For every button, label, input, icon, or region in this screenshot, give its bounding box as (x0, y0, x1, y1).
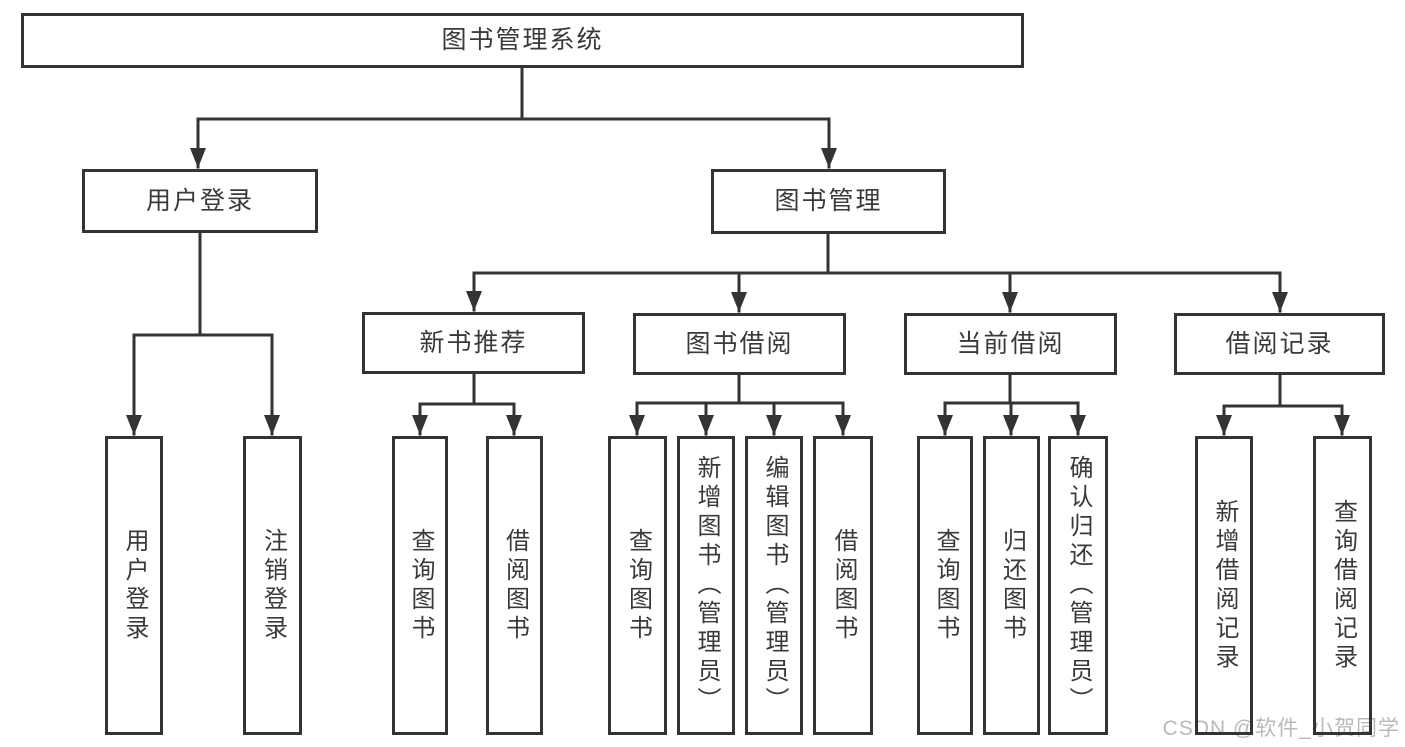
leaf-records-add-record: 新增借阅记录 (1195, 436, 1253, 735)
leaf-borrow-add-books-admin: 新增图书（管理员） (677, 436, 735, 735)
connector-records-to-leaves (1216, 373, 1350, 436)
connector-borrow-to-leaves (629, 373, 851, 436)
leaf-recommend-borrow-books: 借阅图书 (486, 436, 543, 735)
node-borrow-records: 借阅记录 (1174, 313, 1385, 375)
connector-root-to-level2 (190, 66, 837, 169)
connector-user-login-to-leaves (126, 231, 280, 436)
leaf-current-confirm-return-admin: 确认归还（管理员） (1048, 436, 1108, 735)
leaf-records-query-record: 查询借阅记录 (1313, 436, 1372, 735)
leaf-borrow-borrow-books: 借阅图书 (813, 436, 873, 735)
leaf-current-query-books: 查询图书 (917, 436, 973, 735)
node-root-system: 图书管理系统 (21, 13, 1024, 68)
node-book-borrow: 图书借阅 (633, 313, 846, 375)
node-book-management: 图书管理 (711, 169, 946, 234)
leaf-user-login: 用户登录 (105, 436, 163, 735)
node-current-borrow: 当前借阅 (904, 313, 1117, 375)
connector-current-to-leaves (937, 373, 1086, 436)
csdn-watermark: CSDN @软件_小贺同学 (1162, 717, 1400, 740)
connector-book-mgmt-to-level3 (466, 232, 1288, 313)
leaf-logout: 注销登录 (243, 436, 302, 735)
leaf-current-return-books: 归还图书 (983, 436, 1040, 735)
leaf-borrow-edit-books-admin: 编辑图书（管理员） (745, 436, 803, 735)
leaf-borrow-query-books: 查询图书 (608, 436, 667, 735)
connector-recommend-to-leaves (412, 372, 522, 436)
node-new-book-recommend: 新书推荐 (362, 312, 585, 374)
node-user-login: 用户登录 (82, 169, 318, 233)
leaf-recommend-query-books: 查询图书 (392, 436, 448, 735)
